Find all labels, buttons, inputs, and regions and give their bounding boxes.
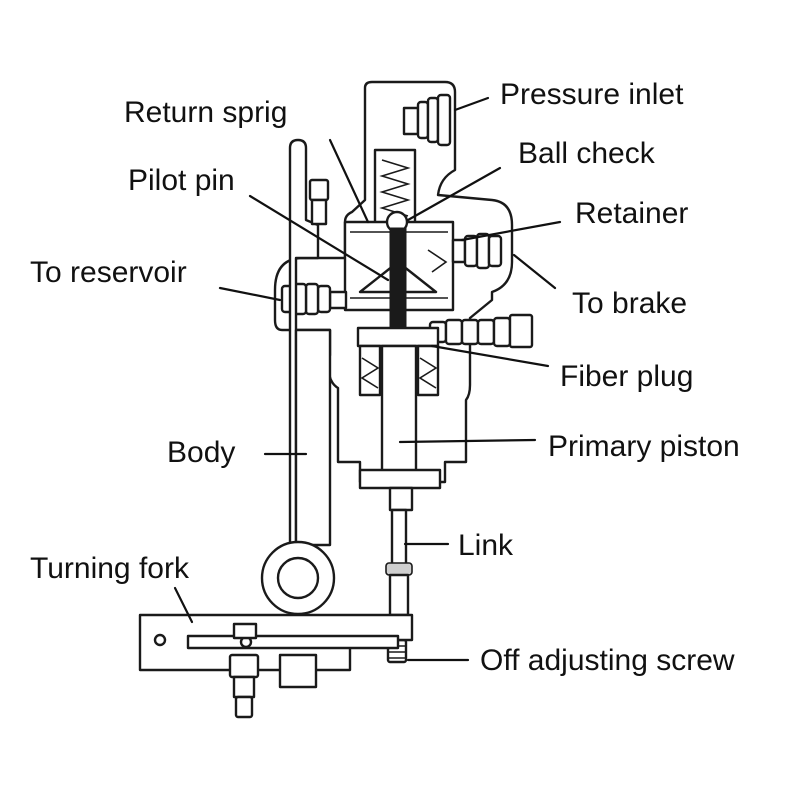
reservoir-fitting bbox=[280, 282, 348, 316]
label-ball-check: Ball check bbox=[518, 137, 656, 170]
label-fiber-plug: Fiber plug bbox=[560, 360, 693, 393]
return-spring-coil bbox=[379, 159, 411, 217]
upper-left-fitting bbox=[308, 178, 330, 226]
label-to-brake: To brake bbox=[572, 287, 687, 320]
fork-bolt bbox=[228, 622, 260, 719]
labels: Pressure inlet Return sprig Ball check P… bbox=[30, 78, 740, 677]
label-retainer: Retainer bbox=[575, 197, 688, 230]
label-return-spring: Return sprig bbox=[124, 96, 287, 129]
label-turning-fork: Turning fork bbox=[30, 552, 190, 585]
retainer-fitting bbox=[451, 232, 503, 270]
valve-drawing bbox=[138, 80, 534, 719]
label-link: Link bbox=[458, 529, 514, 562]
piston-seals bbox=[358, 344, 440, 397]
label-off-adjusting-screw: Off adjusting screw bbox=[480, 644, 735, 677]
leader-lines bbox=[173, 96, 562, 662]
label-primary-piston: Primary piston bbox=[548, 430, 740, 463]
roller-inner bbox=[276, 556, 320, 600]
pilot-pin bbox=[389, 227, 407, 329]
pressure-inlet-fitting bbox=[402, 93, 452, 147]
label-pressure-inlet: Pressure inlet bbox=[500, 78, 684, 111]
label-body: Body bbox=[167, 436, 235, 469]
fiber-plug bbox=[356, 326, 440, 348]
primary-piston bbox=[380, 344, 418, 478]
label-pilot-pin: Pilot pin bbox=[128, 164, 235, 197]
label-to-reservoir: To reservoir bbox=[30, 256, 187, 289]
body-rod bbox=[288, 138, 320, 547]
link-rod bbox=[390, 508, 408, 570]
